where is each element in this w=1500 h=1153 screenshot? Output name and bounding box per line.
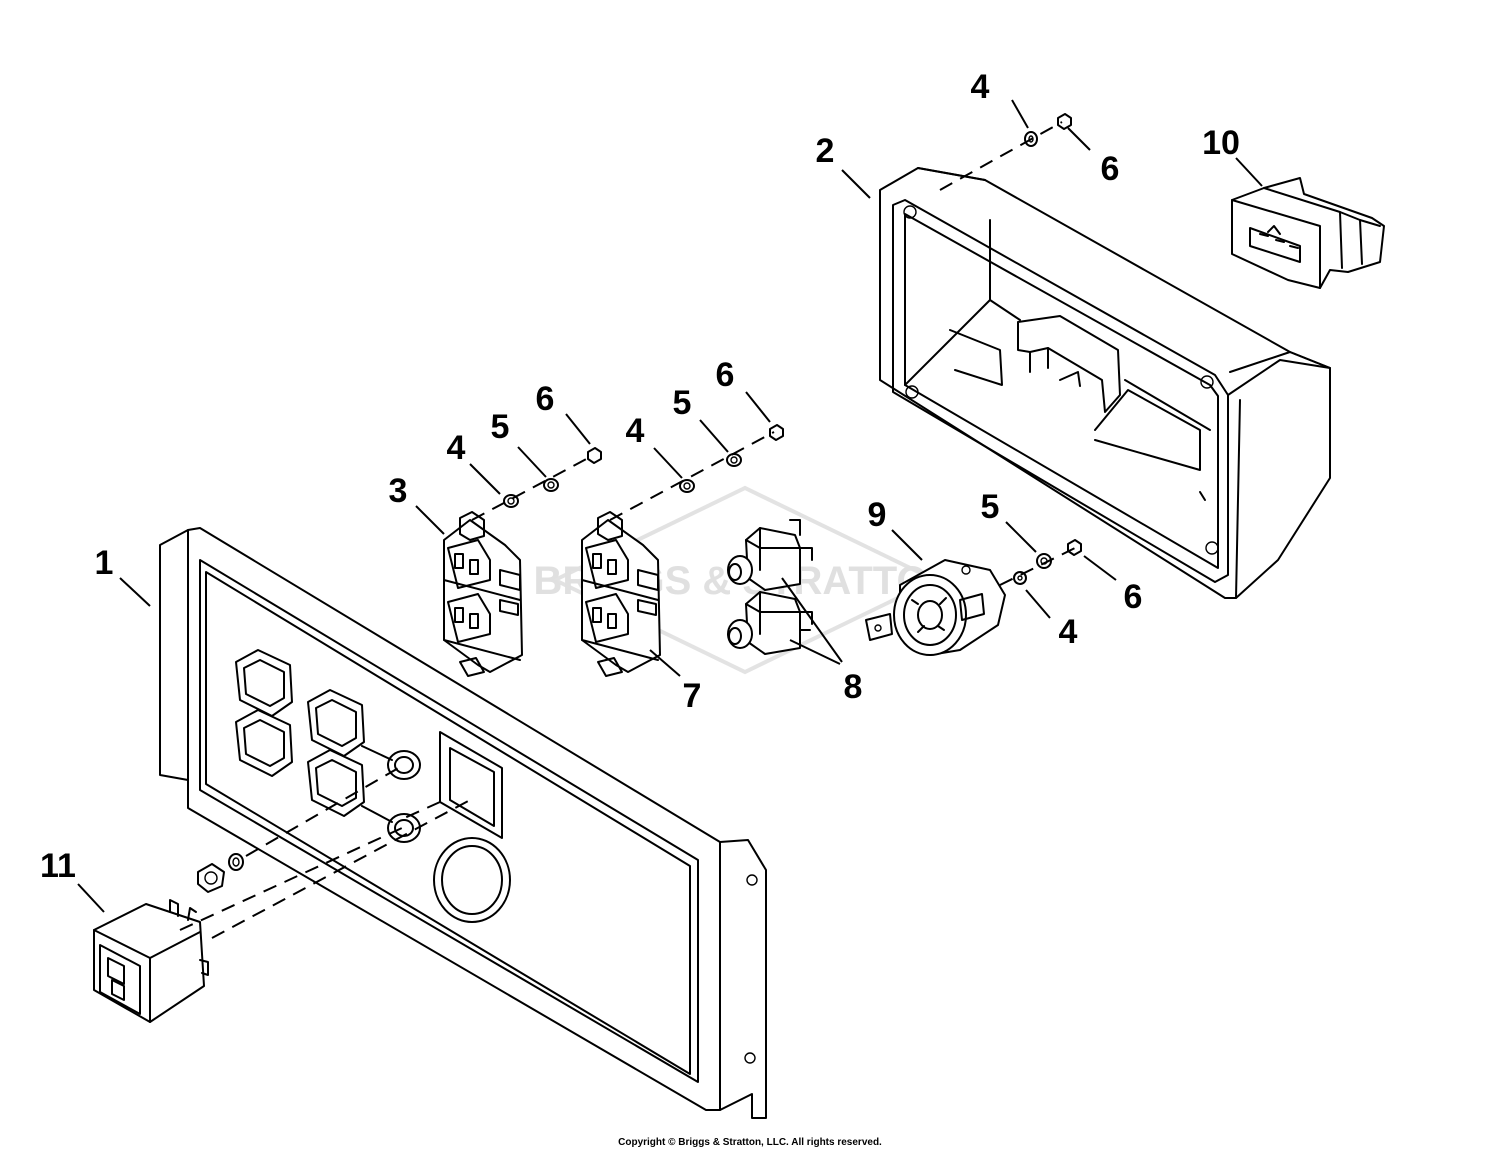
- callout-8: 8: [844, 668, 863, 706]
- callout-3: 3: [389, 472, 408, 510]
- assembly-lines: [179, 121, 1076, 939]
- circuit-breakers: [727, 519, 813, 655]
- control-panel: [159, 527, 767, 1119]
- callout-5-outlet-3: 5: [491, 408, 510, 446]
- hardware: [197, 113, 1082, 893]
- leader-lines: [77, 99, 1263, 913]
- rocker-switch: [93, 899, 209, 1023]
- copyright-notice: Copyright © Briggs & Stratton, LLC. All …: [618, 1137, 882, 1148]
- callout-labels: 1 2 3 4 5 6 4 5 6 4 6 10 7 8 9 5 4 6 11: [40, 68, 1240, 885]
- callout-4-outlet-3: 4: [447, 429, 466, 467]
- callout-5-receptacle: 5: [981, 488, 1000, 526]
- callout-2: 2: [816, 132, 835, 170]
- callout-6-outlet-7: 6: [716, 356, 735, 394]
- duplex-outlet-3: [443, 511, 523, 677]
- callout-1: 1: [95, 544, 114, 582]
- dc-receptacle: [1231, 177, 1385, 289]
- callout-6-outlet-3: 6: [536, 380, 555, 418]
- control-housing: [879, 167, 1331, 599]
- callout-6-receptacle: 6: [1124, 578, 1143, 616]
- callout-4-receptacle: 4: [1059, 613, 1078, 651]
- callout-4-housing: 4: [971, 68, 990, 106]
- twist-lock-receptacle: [865, 559, 1006, 656]
- duplex-outlet-7: [581, 511, 661, 677]
- callout-10: 10: [1202, 124, 1240, 162]
- callout-9: 9: [868, 496, 887, 534]
- callout-5-outlet-7: 5: [673, 384, 692, 422]
- callout-7: 7: [683, 677, 702, 715]
- callout-11: 11: [40, 847, 76, 885]
- callout-4-outlet-7: 4: [626, 412, 645, 450]
- callout-6-housing: 6: [1101, 150, 1120, 188]
